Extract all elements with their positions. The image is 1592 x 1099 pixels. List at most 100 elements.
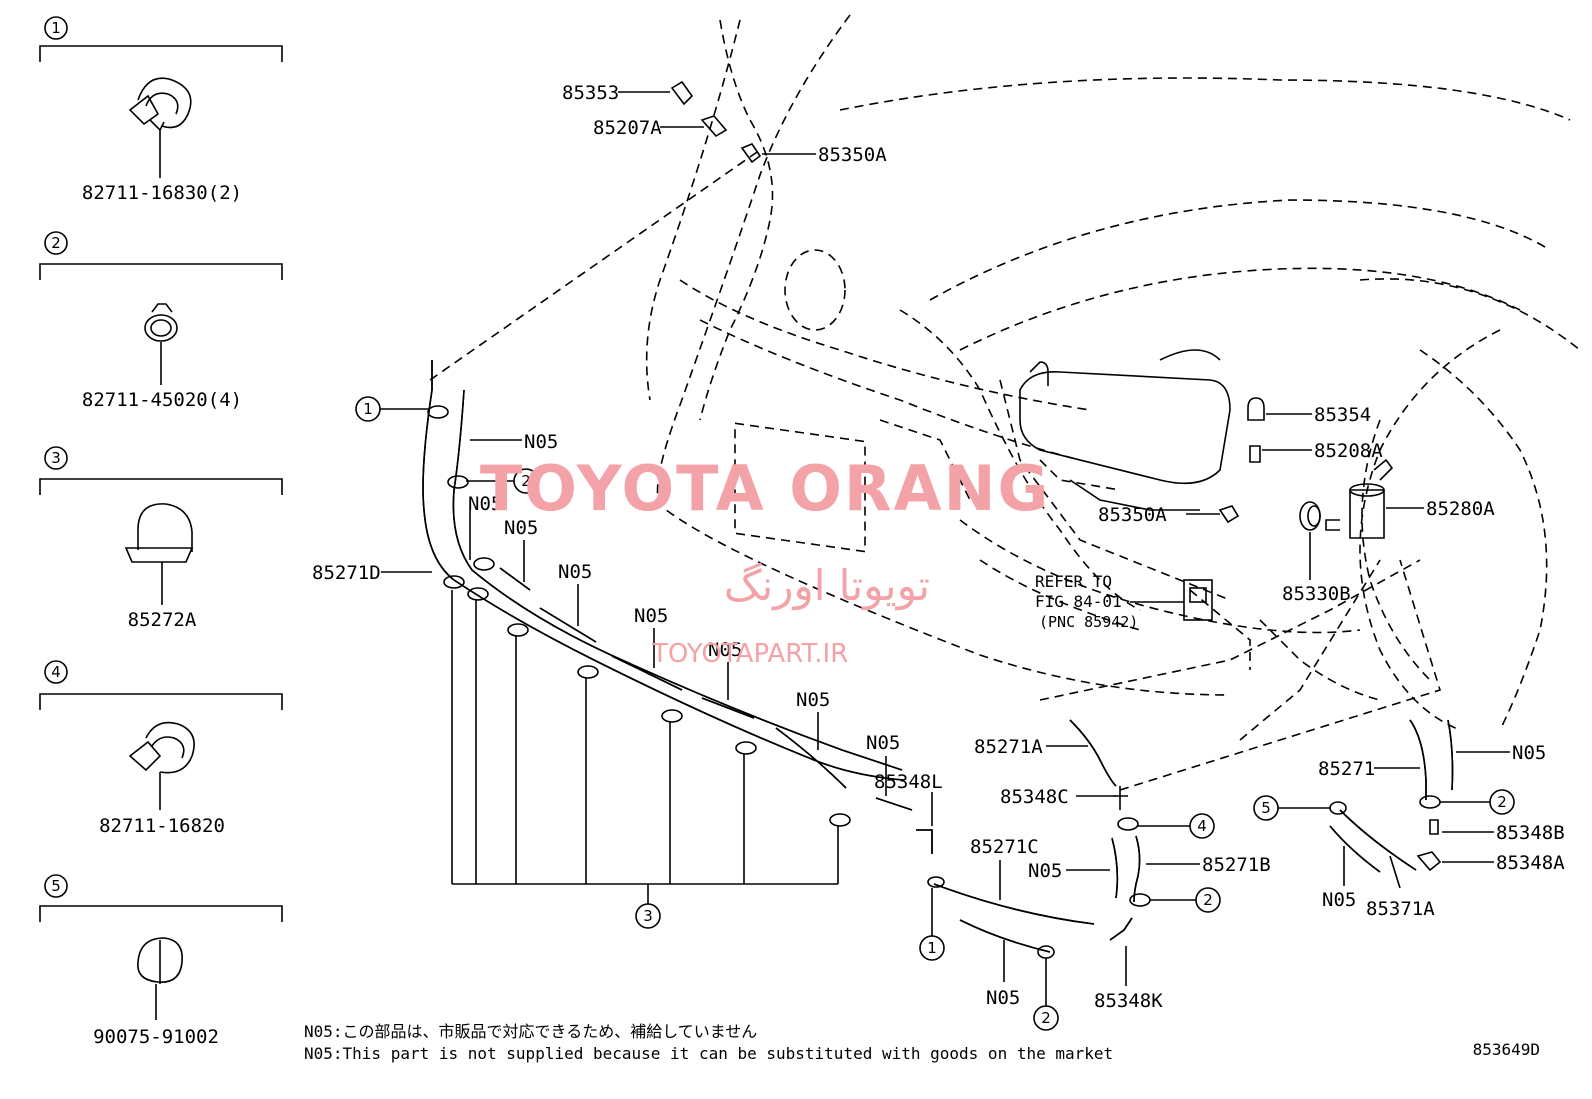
nozzle-85208A[interactable]: 85208A	[1249, 440, 1383, 463]
connector-85348K[interactable]: 85348K	[1094, 917, 1163, 1012]
legend-item-2[interactable]: 2 82711-45020(4)	[39, 231, 283, 411]
svg-text:TOYOTA ORANG: TOYOTA ORANG	[480, 452, 1050, 525]
pump-85280A[interactable]: 85280A	[1325, 458, 1495, 539]
svg-text:N05: N05	[558, 561, 592, 583]
svg-text:85271C: 85271C	[970, 836, 1039, 858]
watermark: TOYOTA ORANG تویوتا اورنگ TOYOTAPART.IR	[480, 452, 1050, 669]
reference-icon	[1183, 579, 1213, 621]
svg-text:1: 1	[927, 939, 937, 957]
svg-text:85350A: 85350A	[1098, 504, 1167, 526]
svg-text:5: 5	[1261, 799, 1271, 817]
svg-text:N05: N05	[796, 689, 830, 711]
n05-labels: N05 N05 N05 N05 N05 N05 N05 N05	[468, 431, 900, 796]
svg-text:85271A: 85271A	[974, 736, 1043, 758]
svg-text:85353: 85353	[562, 82, 619, 104]
cap-85354[interactable]: 85354	[1247, 397, 1371, 426]
hose-clamps	[427, 405, 851, 827]
hose-85271C[interactable]: 85271C	[933, 836, 1095, 925]
svg-text:(PNC 85942): (PNC 85942)	[1039, 613, 1138, 631]
svg-text:N05: N05	[524, 431, 558, 453]
leader-lines	[429, 149, 1441, 791]
legend-item-3[interactable]: 3 85272A	[39, 446, 283, 631]
part-number-90075-91002: 90075-91002	[93, 1026, 219, 1048]
svg-text:2: 2	[51, 234, 61, 252]
connector-85348B[interactable]: 85348B	[1429, 819, 1565, 844]
nozzle-85353[interactable]: 85353	[562, 80, 694, 106]
svg-text:85208A: 85208A	[1314, 440, 1383, 462]
grommet-icon	[137, 937, 183, 984]
nozzle-85350A-top[interactable]: 85350A	[740, 143, 887, 166]
clamp-icon	[128, 77, 192, 132]
svg-text:85271D: 85271D	[312, 562, 381, 584]
svg-text:3: 3	[51, 449, 61, 467]
vehicle-outline	[645, 14, 1581, 731]
svg-text:2: 2	[1497, 793, 1507, 811]
callout-3[interactable]: 3	[635, 903, 661, 929]
n05-85271B-side: N05	[1028, 837, 1119, 899]
hose-bracket-icon	[124, 503, 194, 563]
svg-text:2: 2	[1203, 891, 1213, 909]
callout-2-b[interactable]: 2	[1129, 887, 1221, 913]
svg-text:85330B: 85330B	[1282, 583, 1351, 605]
svg-text:85348A: 85348A	[1496, 852, 1565, 874]
svg-text:85280A: 85280A	[1426, 498, 1495, 520]
n05-segments	[499, 567, 913, 811]
callout-1-a[interactable]: 1	[355, 396, 430, 422]
hose-clip-icon	[144, 303, 178, 342]
legend-item-5[interactable]: 5 90075-91002	[39, 874, 283, 1048]
legend-panel: 1 82711-16830(2) 2 82711-45020(4)	[39, 16, 283, 1048]
connector-85348A[interactable]: 85348A	[1416, 851, 1565, 874]
part-number-82711-45020: 82711-45020(4)	[82, 389, 242, 411]
svg-text:N05: N05	[986, 987, 1020, 1009]
svg-text:1: 1	[51, 19, 61, 37]
callout-2-c[interactable]: 2	[1419, 789, 1515, 815]
svg-text:REFER TO: REFER TO	[1035, 572, 1112, 591]
callout-5[interactable]: 5	[1253, 795, 1347, 821]
note-english: N05:This part is not supplied because it…	[304, 1044, 1114, 1063]
n05-far-right: N05	[1447, 719, 1546, 791]
callout-1-b[interactable]: 1	[919, 876, 945, 961]
svg-text:N05: N05	[708, 639, 742, 661]
svg-text:85348B: 85348B	[1496, 822, 1565, 844]
svg-text:TOYOTAPART.IR: TOYOTAPART.IR	[651, 639, 848, 669]
svg-text:N05: N05	[634, 605, 668, 627]
svg-text:85354: 85354	[1314, 404, 1371, 426]
legend-item-4[interactable]: 4 82711-16820	[39, 660, 283, 837]
svg-text:85348L: 85348L	[874, 771, 943, 793]
svg-text:85271: 85271	[1318, 758, 1375, 780]
callout-4[interactable]: 4	[1117, 813, 1215, 839]
svg-text:N05: N05	[1322, 889, 1356, 911]
svg-text:2: 2	[1041, 1009, 1051, 1027]
callout-2-a[interactable]: 2	[466, 468, 539, 494]
part-number-82711-16820: 82711-16820	[99, 815, 225, 837]
valve-85350A-mid[interactable]: 85350A	[1098, 504, 1240, 526]
svg-text:FIG 84-01: FIG 84-01	[1035, 592, 1122, 611]
figure-code: 853649D	[1472, 1040, 1540, 1059]
svg-text:3: 3	[643, 907, 653, 925]
clamp-icon	[128, 721, 195, 774]
svg-text:85348C: 85348C	[1000, 786, 1069, 808]
hose-85271A[interactable]: 85271A	[974, 719, 1117, 787]
hose-85271[interactable]: 85271	[1318, 719, 1427, 800]
connector-85348C[interactable]: 85348C	[1000, 786, 1128, 810]
svg-text:85350A: 85350A	[818, 144, 887, 166]
svg-text:85207A: 85207A	[593, 117, 662, 139]
svg-text:4: 4	[1197, 817, 1207, 835]
svg-text:N05: N05	[866, 732, 900, 754]
hose-85371A[interactable]: 85371A	[1339, 809, 1435, 920]
grommet-85330B[interactable]: 85330B	[1282, 501, 1351, 605]
svg-text:85271B: 85271B	[1202, 854, 1271, 876]
connector-85348L[interactable]: 85348L	[874, 771, 943, 854]
svg-text:85371A: 85371A	[1366, 898, 1435, 920]
note-japanese: N05:この部品は、市販品で対応できるため、補給していません	[304, 1022, 758, 1041]
svg-text:4: 4	[51, 663, 61, 681]
svg-text:تویوتا اورنگ: تویوتا اورنگ	[724, 561, 930, 610]
svg-text:N05: N05	[468, 493, 502, 515]
hose-85271D[interactable]: 85271D	[312, 360, 905, 781]
refer-note[interactable]: REFER TO FIG 84-01 (PNC 85942)	[1035, 572, 1213, 631]
legend-item-1[interactable]: 1 82711-16830(2)	[39, 16, 283, 204]
svg-text:85348K: 85348K	[1094, 990, 1163, 1012]
svg-text:5: 5	[51, 877, 61, 895]
nozzle-85207A[interactable]: 85207A	[593, 115, 728, 139]
